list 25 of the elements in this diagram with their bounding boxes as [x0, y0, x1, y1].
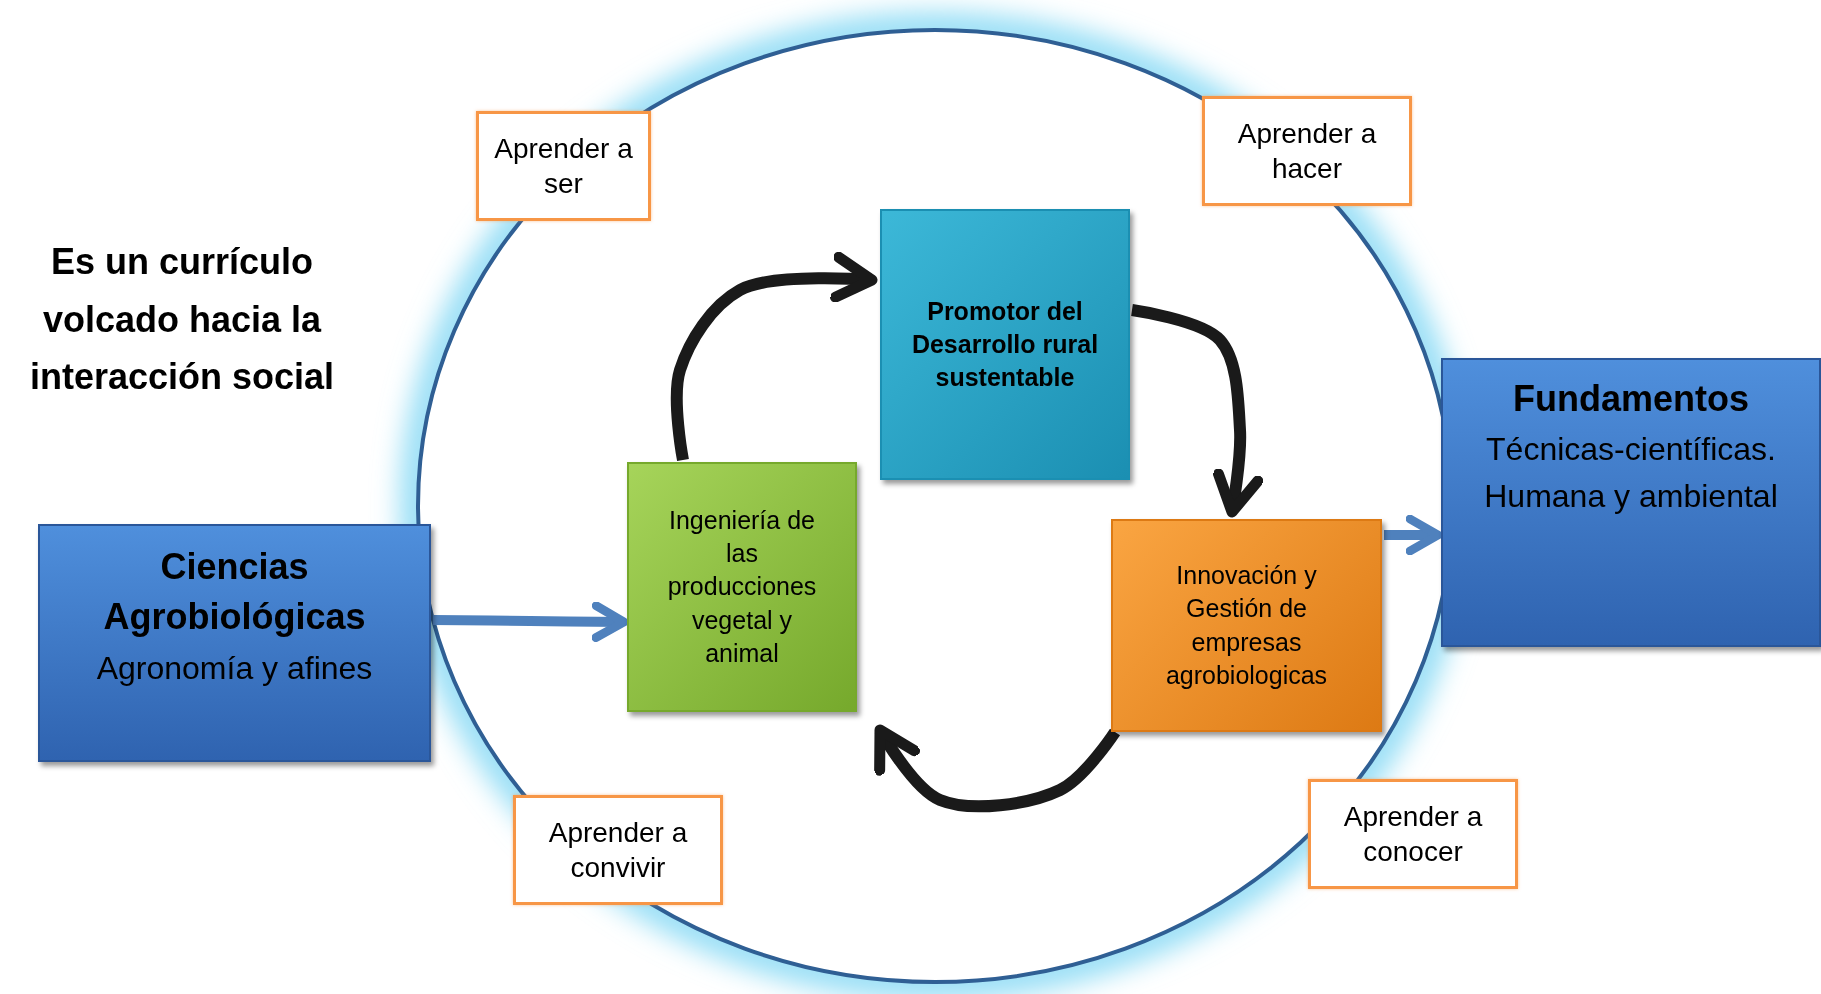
box-heading: Ciencias Agrobiológicas [102, 545, 367, 640]
heading-box [1441, 358, 1821, 647]
box-text: Técnicas-científicas. Humana y ambiental [1483, 430, 1779, 516]
arrow [670, 251, 878, 462]
process-box [1111, 519, 1382, 732]
tag-card [476, 111, 651, 221]
note-text: Es un currículo volcado hacia la interacción social [28, 240, 336, 400]
arrow [874, 724, 1120, 813]
process-box [627, 462, 857, 712]
tag-text: Aprender a convivir [547, 816, 689, 885]
box-text: Promotor del Desarrollo rural sustentable [910, 295, 1100, 394]
arrow [1131, 304, 1264, 518]
tag-card [1202, 96, 1412, 206]
heading-box [38, 524, 431, 762]
box-text: Ingeniería de las producciones vegetal y animal [667, 504, 817, 669]
box-text: Innovación y Gestión de empresas agrobiologicas [1164, 560, 1329, 691]
tag-text: Aprender a conocer [1342, 800, 1484, 869]
tag-text: Aprender a hacer [1236, 117, 1378, 186]
tag-card [1308, 779, 1518, 889]
arrow [1384, 514, 1443, 556]
process-box [880, 209, 1130, 480]
box-heading: Fundamentos [1513, 377, 1749, 421]
arrow [432, 601, 629, 643]
tag-text: Aprender a ser [493, 132, 634, 201]
box-text: Agronomía y afines [96, 648, 373, 688]
